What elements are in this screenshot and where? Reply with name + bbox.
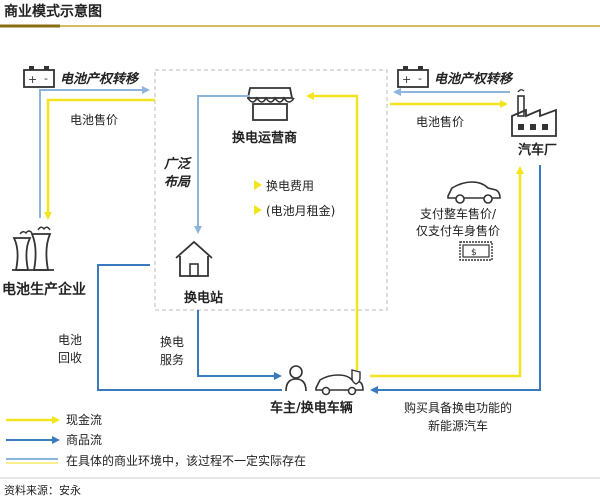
recycle-label-2: 回收 <box>58 351 82 365</box>
wide-layout-label-1: 广泛 <box>163 156 192 172</box>
wide-layout-label-2: 布局 <box>164 174 191 190</box>
price-label-right: 电池售价 <box>416 114 464 129</box>
cash-flow-car-price <box>370 166 524 378</box>
service-label-1: 换电 <box>160 335 184 349</box>
svg-text:+: + <box>28 73 37 86</box>
car-price-label-1: 支付整车售价/ <box>420 206 497 221</box>
legend-maybe-label: 在具体的商业环境中，该过程不一定实际存在 <box>66 453 306 468</box>
money-icon: $ <box>459 241 493 261</box>
price-label-left: 电池售价 <box>70 112 118 127</box>
legend-cash-label: 现金流 <box>66 412 102 427</box>
fee-bullet-1 <box>254 180 262 190</box>
shield-car-icon <box>315 369 364 396</box>
fee-label-1: 换电费用 <box>266 179 314 193</box>
fee-bullet-2 <box>254 205 262 215</box>
station-label: 换电站 <box>184 290 223 306</box>
cash-flow-fee <box>306 92 359 370</box>
automaker-label: 汽车厂 <box>518 142 557 158</box>
transfer-label-left: 电池产权转移 <box>60 71 140 87</box>
svg-text:$: $ <box>471 248 477 258</box>
source-note: 资料来源：安永 <box>4 483 81 497</box>
battery-maker-label: 电池生产企业 <box>2 281 86 298</box>
goods-flow-recycle-to-maker <box>48 302 98 310</box>
buy-label-2: 新能源汽车 <box>428 418 488 433</box>
battery-icon: + - <box>397 66 429 88</box>
ownership-flow-left <box>39 86 150 218</box>
operator-label: 换电运营商 <box>232 130 297 146</box>
power-plant-icon <box>12 226 54 271</box>
goods-flow-service <box>197 310 282 380</box>
person-icon <box>285 365 307 392</box>
car-icon <box>447 181 501 204</box>
goods-flow-recycle <box>97 264 282 391</box>
house-icon <box>175 240 213 277</box>
station-network-area <box>154 69 388 311</box>
goods-flow-car <box>370 165 541 394</box>
svg-text:-: - <box>44 72 48 85</box>
page-title: 商业模式示意图 <box>4 3 102 20</box>
transfer-label-right: 电池产权转移 <box>434 71 514 87</box>
recycle-label-1: 电池 <box>58 333 82 347</box>
cash-flow-price-left <box>44 98 155 220</box>
svg-text:+: + <box>402 73 411 86</box>
battery-icon: + - <box>23 66 55 88</box>
buy-label-1: 购买具备换电功能的 <box>404 400 512 415</box>
svg-text:-: - <box>418 72 422 85</box>
owner-label: 车主/换电车辆 <box>270 400 353 416</box>
fee-label-2: (电池月租金) <box>266 203 335 218</box>
car-price-label-2: 仅支付车身售价 <box>416 223 500 238</box>
shop-icon <box>246 87 295 121</box>
legend-goods-label: 商品流 <box>66 432 102 447</box>
operator-to-station-flow <box>194 95 250 234</box>
service-label-2: 服务 <box>160 352 184 367</box>
factory-icon <box>511 89 557 137</box>
